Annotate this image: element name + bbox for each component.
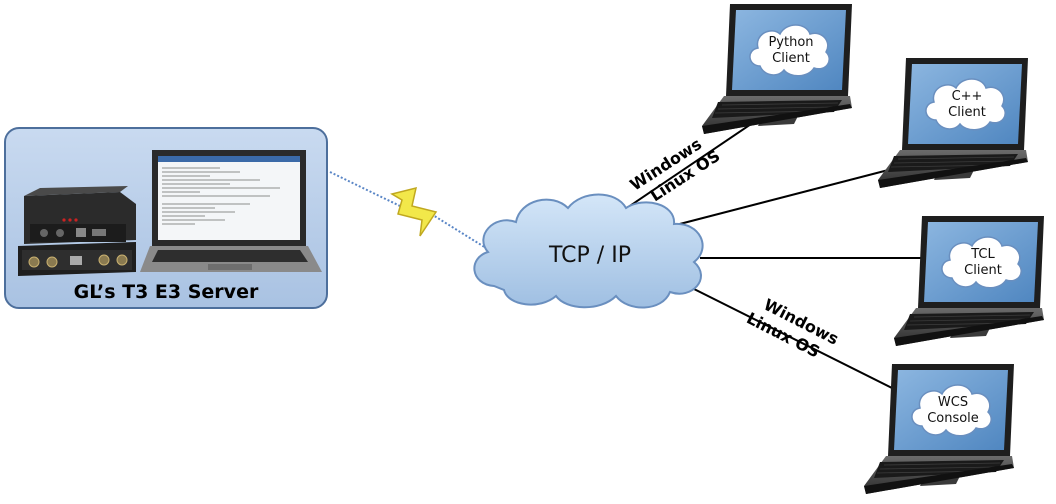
wireless-link	[329, 171, 487, 249]
server-panel: GL’s T3 E3 Server	[4, 127, 328, 309]
client-label-line1: TCL	[970, 247, 995, 262]
client-label-line2: Client	[948, 105, 986, 120]
lightning-icon	[390, 186, 438, 237]
link-cpp	[671, 167, 897, 227]
client-wcs-console: WCS Console	[863, 363, 1015, 495]
cloud-icon	[911, 384, 992, 437]
server-caption: GL’s T3 E3 Server	[74, 281, 259, 303]
cloud-icon	[749, 24, 830, 77]
cloud-icon	[941, 236, 1022, 289]
client-label-line1: WCS	[938, 395, 968, 410]
t3-e3-hardware-unit	[18, 186, 136, 276]
client-label-line1: C++	[952, 89, 983, 104]
tcp-ip-cloud: TCP / IP	[473, 193, 704, 309]
connection-lines	[611, 117, 946, 405]
server-laptop	[140, 150, 322, 272]
cloud-icon	[925, 78, 1006, 131]
cloud-label: TCP / IP	[548, 243, 631, 268]
client-label-line2: Client	[964, 263, 1002, 278]
client-python: Python Client	[701, 3, 853, 135]
client-cpp: C++ Client	[877, 57, 1029, 189]
client-tcl: TCL Client	[893, 215, 1045, 347]
link-wcs	[679, 281, 925, 405]
client-label-line1: Python	[768, 35, 813, 50]
client-label-line2: Client	[772, 51, 810, 66]
link-python	[611, 117, 761, 219]
client-label-line2: Console	[927, 411, 979, 426]
